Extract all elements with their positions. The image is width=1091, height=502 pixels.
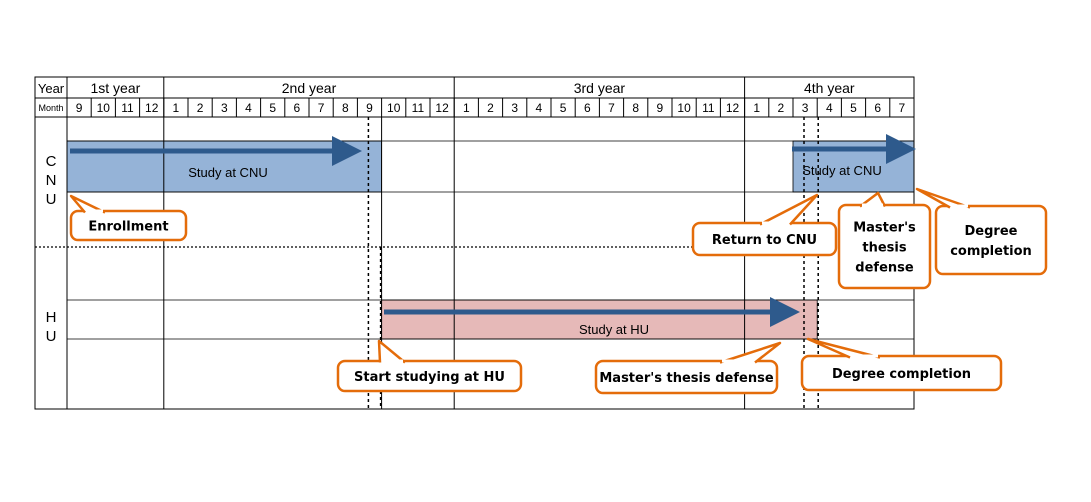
month-label: 10 (677, 101, 691, 115)
month-label: 8 (342, 101, 349, 115)
callout-pointer (915, 187, 971, 209)
year-label: 3rd year (574, 80, 626, 96)
month-label: 11 (412, 101, 425, 115)
callout-box (336, 359, 523, 393)
month-label: 9 (76, 101, 83, 115)
month-label: 6 (294, 101, 301, 115)
month-label: 11 (121, 101, 134, 115)
month-label: 1 (753, 101, 760, 115)
callout-text: thesis (862, 241, 906, 256)
month-label: 1 (463, 101, 470, 115)
month-label: 8 (632, 101, 639, 115)
month-label: 9 (657, 101, 664, 115)
month-label: 5 (269, 101, 276, 115)
month-header-label: Month (38, 103, 63, 113)
callout-box (934, 204, 1048, 276)
row-label-cnu: C (46, 153, 57, 170)
callout-text: Start studying at HU (354, 370, 505, 385)
callout-pointer (806, 337, 881, 359)
month-label: 6 (874, 101, 881, 115)
row-label-hu: H (46, 309, 57, 326)
year-label: 4th year (804, 80, 855, 96)
month-label: 7 (899, 101, 906, 115)
month-label: 7 (608, 101, 615, 115)
callout-text: Master's thesis defense (599, 371, 773, 386)
callout-box (800, 354, 1003, 392)
month-label: 6 (584, 101, 591, 115)
callout-text: Degree (965, 224, 1018, 239)
period-label: Study at CNU (188, 165, 267, 180)
month-label: 3 (802, 101, 809, 115)
callout-box (594, 359, 779, 395)
callout-pointer (69, 194, 106, 214)
month-label: 5 (560, 101, 567, 115)
callout-pointer (377, 339, 406, 364)
callout-text: Return to CNU (712, 233, 817, 248)
month-label: 2 (197, 101, 204, 115)
period-label: Study at HU (579, 322, 649, 337)
month-label: 5 (850, 101, 857, 115)
month-label: 10 (97, 101, 111, 115)
callout-pointer (859, 191, 887, 208)
year-label: 2nd year (282, 80, 337, 96)
month-label: 10 (387, 101, 401, 115)
callout-pointer (719, 341, 782, 364)
month-label: 2 (487, 101, 494, 115)
period-label: Study at CNU (802, 163, 881, 178)
callout-text: defense (855, 261, 914, 276)
month-label: 4 (245, 101, 252, 115)
month-label: 11 (702, 101, 715, 115)
callout-text: Master's (853, 221, 916, 236)
month-label: 12 (435, 101, 449, 115)
month-label: 4 (536, 101, 543, 115)
callout-box (69, 209, 188, 242)
month-label: 9 (366, 101, 373, 115)
month-label: 3 (511, 101, 518, 115)
month-label: 12 (726, 101, 740, 115)
month-label: 4 (826, 101, 833, 115)
callout-text: Degree completion (832, 367, 971, 382)
row-label-hu: U (46, 328, 57, 345)
year-label: 1st year (90, 80, 140, 96)
callout-text: completion (950, 244, 1032, 259)
month-label: 2 (778, 101, 785, 115)
month-label: 3 (221, 101, 228, 115)
callout-pointer (759, 193, 819, 226)
row-label-cnu: U (46, 191, 57, 208)
year-header-label: Year (38, 81, 65, 96)
month-label: 12 (145, 101, 159, 115)
row-label-cnu: N (46, 172, 57, 189)
month-label: 7 (318, 101, 325, 115)
month-label: 1 (173, 101, 180, 115)
callout-text: Enrollment (88, 220, 168, 235)
